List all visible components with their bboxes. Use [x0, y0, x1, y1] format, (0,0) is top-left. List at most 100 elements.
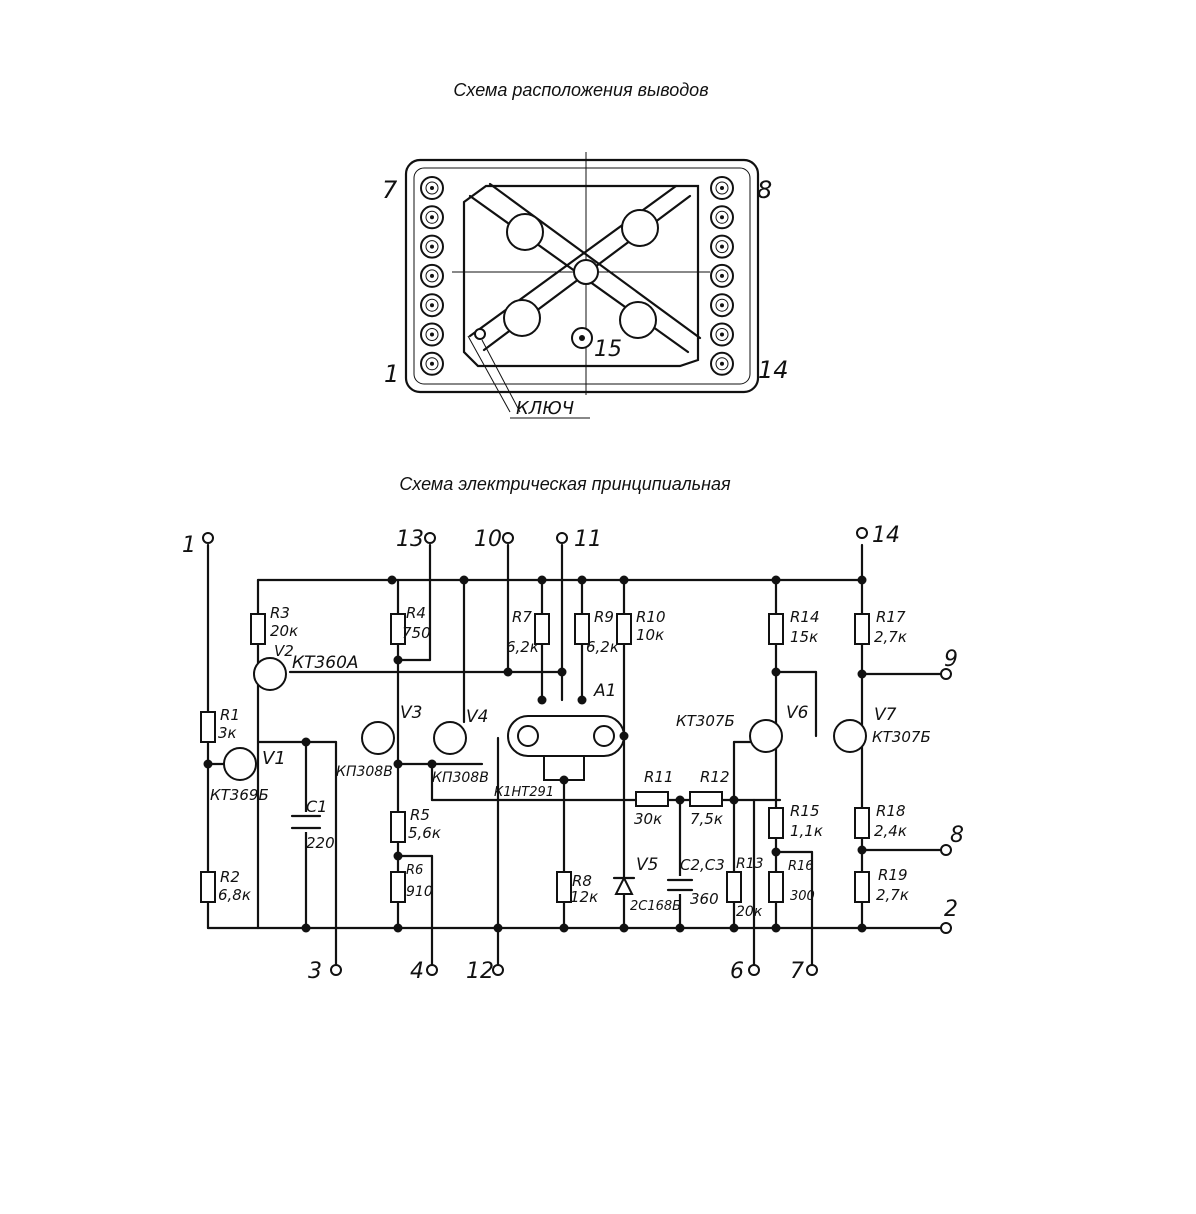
v6-name: V6	[786, 703, 809, 723]
terminal-14-label: 14	[872, 523, 900, 548]
terminal-14-circle	[856, 527, 868, 539]
r3-resistor-body	[250, 613, 266, 645]
terminal-7-circle	[806, 964, 818, 976]
terminal-8-label: 8	[950, 823, 964, 848]
junction-dot	[619, 731, 629, 741]
a1-type: К1НТ291	[494, 785, 554, 800]
package-outline-outer	[404, 158, 760, 394]
resistor-bodies	[200, 613, 870, 903]
schematic-drawing: 1 13 10 11 14 9 8 2 3 4 12 6 7 R1 3к R2 …	[182, 523, 964, 984]
pin-7-label: 7	[382, 176, 398, 204]
pin-8-label: 8	[757, 176, 772, 204]
v5-name: V5	[636, 855, 658, 875]
v2-type: КТ360А	[292, 653, 359, 673]
r19-resistor-body	[854, 871, 870, 903]
v1-symbol	[223, 747, 257, 781]
junction-dot	[493, 923, 503, 933]
r11-value: 30к	[634, 810, 662, 828]
r18-resistor-body	[854, 807, 870, 839]
r2-name: R2	[220, 868, 240, 886]
r9-name: R9	[594, 608, 614, 626]
right-pin-ring	[715, 181, 729, 195]
x-arm-1b	[488, 182, 702, 340]
v4-name: V4	[466, 707, 488, 727]
left-pins-column	[420, 176, 444, 376]
junction-dot	[577, 575, 587, 585]
r3-value: 20к	[270, 622, 298, 640]
junction-dot	[771, 847, 781, 857]
r17-resistor-body	[854, 613, 870, 645]
terminal-1-label: 1	[182, 533, 196, 558]
right-pin-hole	[720, 332, 724, 337]
r14-resistor-body	[768, 613, 784, 645]
r1-value: 3к	[218, 724, 237, 742]
terminal-7-label: 7	[790, 959, 804, 984]
x-pad-tl	[506, 213, 544, 251]
r7-resistor-body	[534, 613, 550, 645]
junction-dot	[857, 575, 867, 585]
terminal-3-label: 3	[308, 959, 322, 984]
junction-dot	[559, 923, 569, 933]
v7-name: V7	[874, 705, 897, 725]
r13-name: R13	[736, 856, 764, 872]
left-pin-ring	[425, 357, 439, 371]
v5-type: 2С168Б	[630, 899, 681, 914]
c23-value: 360	[690, 890, 719, 908]
pin-15-hole	[579, 335, 585, 341]
r14-name: R14	[790, 608, 820, 626]
left-pin-ring	[425, 181, 439, 195]
junction-dot	[301, 737, 311, 747]
r2-value: 6,8к	[218, 886, 251, 904]
left-pin-hole	[430, 244, 434, 249]
r18-name: R18	[876, 802, 906, 820]
r5-name: R5	[410, 806, 430, 824]
r11-name: R11	[644, 768, 674, 786]
left-pin-hole	[430, 215, 434, 220]
terminal-1-circle	[202, 532, 214, 544]
r12-value: 7,5к	[690, 810, 723, 828]
terminal-11-label: 11	[574, 527, 602, 552]
terminal-2-label: 2	[944, 897, 958, 922]
c23-name: C2,C3	[680, 856, 725, 874]
v7-symbol	[833, 719, 867, 753]
right-pin-ring	[715, 298, 729, 312]
terminal-10-circle	[502, 532, 514, 544]
junction-dot	[537, 695, 547, 705]
v4-symbol	[433, 721, 467, 755]
junction-dot	[857, 923, 867, 933]
x-pad-br	[619, 301, 657, 339]
r8-resistor-body	[556, 871, 572, 903]
c1-value: 220	[306, 834, 335, 852]
junction-dot	[675, 923, 685, 933]
junction-dot	[675, 795, 685, 805]
r19-value: 2,7к	[876, 886, 909, 904]
left-pin-ring	[425, 298, 439, 312]
junction-dot	[557, 667, 567, 677]
right-pin-ring	[715, 240, 729, 254]
x-pad-tr	[621, 209, 659, 247]
v5-diode-symbol	[614, 875, 634, 895]
right-pin-hole	[720, 273, 724, 278]
package-outline-inner	[413, 167, 751, 385]
terminal-6-label: 6	[730, 959, 744, 984]
v4-type: КП308В	[432, 770, 489, 786]
v1-type: КТ369Б	[210, 786, 269, 804]
right-pin-ring	[715, 269, 729, 283]
junction-dot	[857, 669, 867, 679]
r8-value: 12к	[570, 888, 598, 906]
v3-symbol	[361, 721, 395, 755]
key-leader-2	[467, 335, 511, 413]
right-pin-hole	[720, 244, 724, 249]
terminal-circles	[202, 527, 952, 976]
left-pin-ring	[425, 240, 439, 254]
r16-name: R16	[788, 859, 814, 874]
x-pad-bl	[503, 299, 541, 337]
left-pin-hole	[430, 303, 434, 308]
v1-name: V1	[262, 748, 286, 769]
junction-dot	[393, 923, 403, 933]
r14-value: 15к	[790, 628, 818, 646]
terminal-13-circle	[424, 532, 436, 544]
terminal-13-label: 13	[396, 527, 424, 552]
terminal-4-label: 4	[410, 959, 424, 984]
terminal-9-circle	[940, 668, 952, 680]
